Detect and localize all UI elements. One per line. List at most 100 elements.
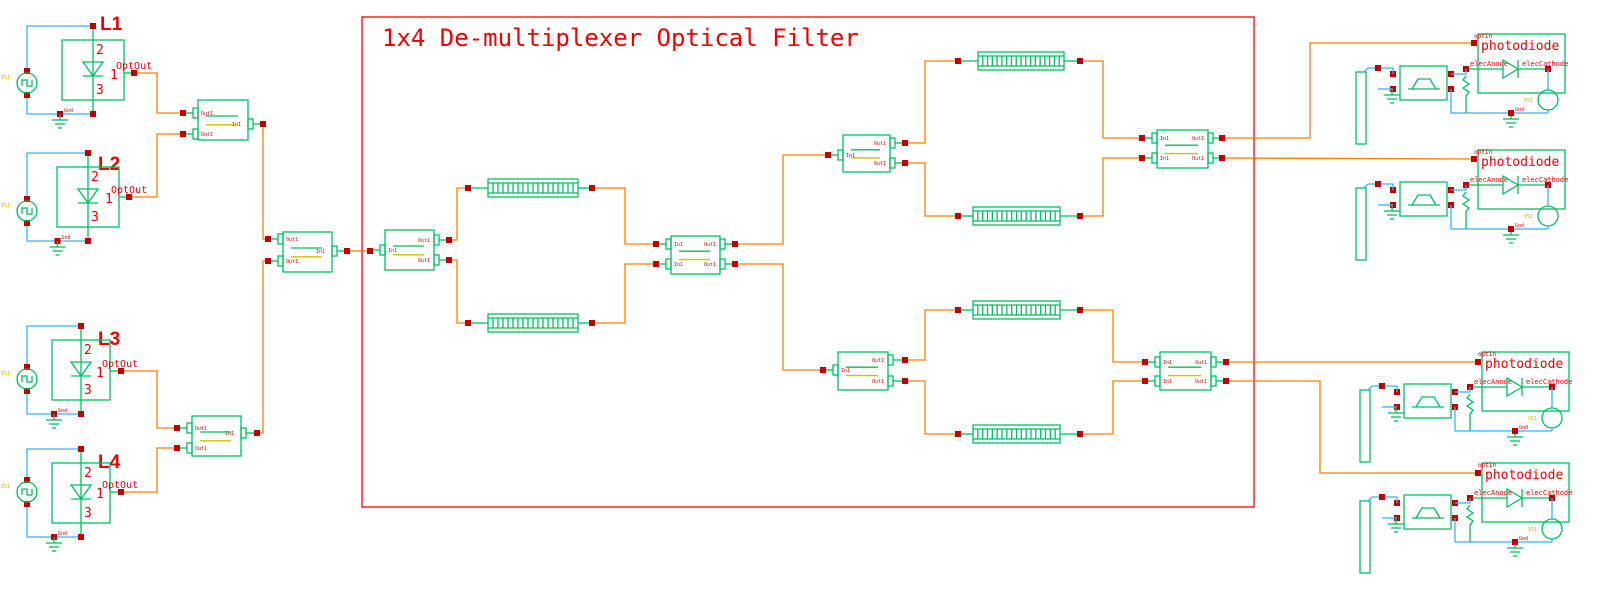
pin-node [902,160,908,166]
pin-number: 3 [84,506,92,521]
optical-wire [118,368,180,431]
pin-node [446,257,452,263]
voltage-source-icon [1537,205,1559,227]
pin-node [24,92,30,98]
port-label: elecAnode [1474,489,1512,497]
pin-node [1142,359,1148,365]
port-label: Out1 [874,161,886,167]
port-stub [665,258,672,270]
port-label: elecCathode [1526,378,1572,386]
port-label: Out1 [872,379,884,385]
electrical-filter-box [1403,494,1452,530]
optical-wire [260,121,271,242]
pin-node [465,320,471,326]
pin-node [1223,378,1229,384]
resistor-icon [1465,504,1475,542]
electrical-wire [1454,518,1552,543]
bragg-grating-6[interactable] [958,424,1080,444]
pin-node [180,110,186,116]
laser-label: L2 [98,154,120,175]
port-stub [1154,375,1161,387]
pin-node [24,68,30,74]
port-label: Out1 [872,358,884,364]
bragg-grating-1[interactable] [468,178,592,198]
pin-node [1223,359,1229,365]
optical-wire [589,185,659,247]
bragg-grating-5[interactable] [958,300,1080,320]
resistor-icon [1461,191,1471,229]
pin-node [589,320,595,326]
port-label: In1 [846,153,855,159]
wire [1080,157,1142,217]
wire [134,72,183,114]
port-stub [887,354,894,366]
port-stub [1151,132,1158,144]
port-label: elecCathode [1526,489,1572,497]
electrical-wire [1451,185,1467,191]
port-label: Out1 [704,242,716,248]
bragg-grating-4[interactable] [958,206,1080,226]
electrical-wire [26,25,93,73]
port-stub [1151,152,1158,164]
photodiode-box [1481,462,1570,523]
wire [905,60,958,144]
bragg-grating-2[interactable] [468,313,592,333]
port-label: Out1 [418,238,430,244]
demux-frame [361,16,1255,508]
port-label: Out1 [1195,379,1207,385]
pin-node [820,367,826,373]
optical-wire [446,185,471,243]
photodiode-title: photodiode [1485,468,1563,483]
pin-node [78,411,84,417]
port-stub [665,238,672,250]
optical-wire [732,152,831,247]
filter-icon [1415,507,1441,519]
pin-node [24,220,30,226]
optical-wire [131,70,186,116]
pin-node [1077,431,1083,437]
pin-node [254,430,260,436]
pin-node [732,261,738,267]
port-label: optIn [1478,351,1496,358]
pin-node [131,70,137,76]
pin-node [1077,213,1083,219]
source-label: VS1 [1,203,10,209]
port-label: Out1 [1192,156,1204,162]
source-label: VS1 [1524,214,1533,220]
electrical-wire [26,502,81,538]
bragg-grating-3[interactable] [958,51,1080,71]
port-label: In1 [1163,379,1172,385]
pin-node [653,241,659,247]
coupler-box [1159,351,1212,391]
optical-wire [902,58,961,146]
pin-number: 2 [91,170,99,185]
pin-node [1077,307,1083,313]
pin-node [1512,539,1518,545]
pin-node [1379,494,1385,500]
pin-node [1471,156,1477,162]
pin-node [85,150,91,156]
voltage-source-icon [16,368,38,390]
pin-node [24,501,30,507]
pin-node [24,196,30,202]
wire [1080,60,1142,139]
pin-node [90,111,96,117]
